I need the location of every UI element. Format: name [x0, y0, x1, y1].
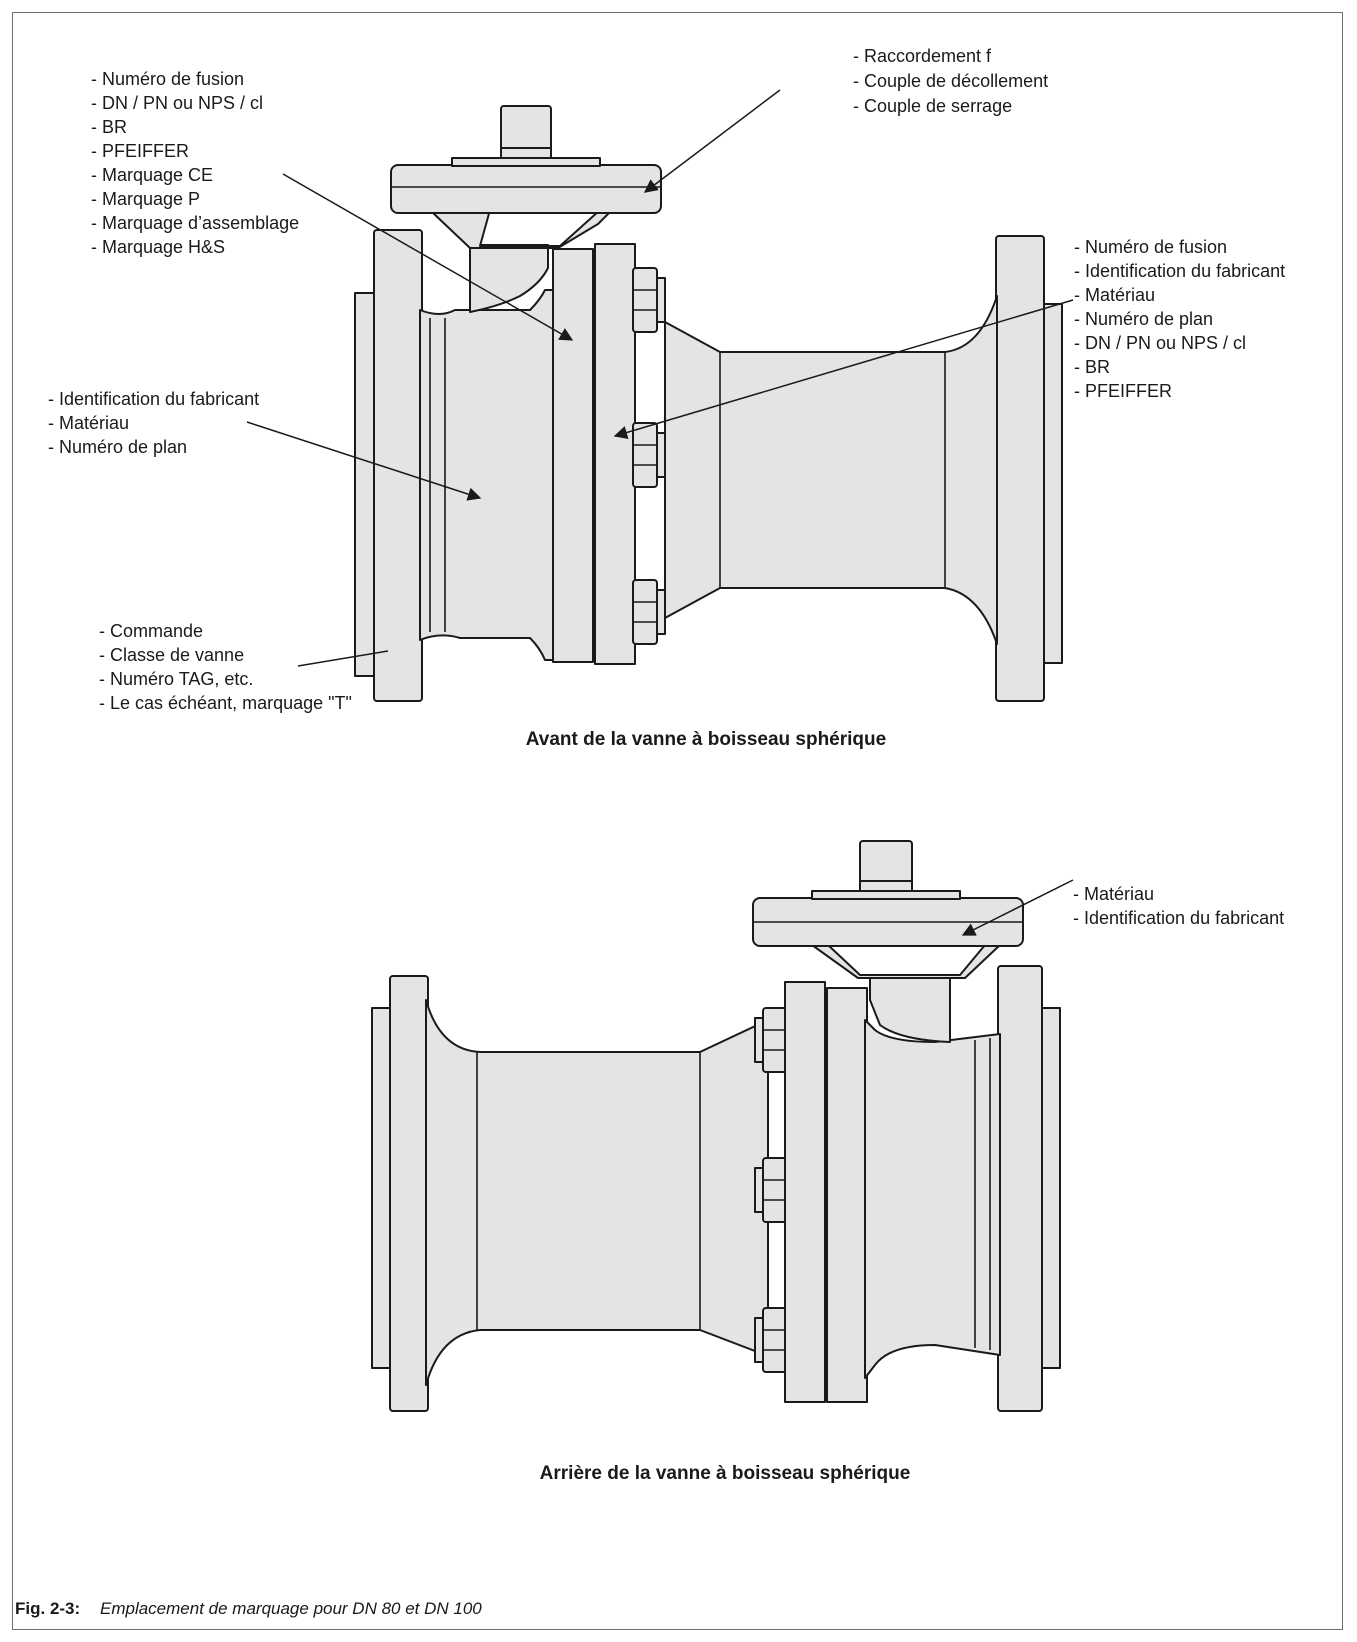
front-valve-drawing: [354, 105, 1063, 702]
callout-top-right: - Raccordement f - Couple de décollement…: [853, 46, 1053, 116]
front-bolt-top: [632, 267, 666, 333]
callout-right: - Numéro de fusion - Identification du f…: [1074, 237, 1290, 401]
front-top-plate-boss: [451, 157, 601, 167]
rear-leader-lines: [961, 879, 1074, 936]
rear-bolt-top: [754, 1007, 788, 1073]
front-top-plate-taper: [429, 209, 613, 249]
callout-rear-top-right: - Matériau - Identification du fabricant: [1073, 884, 1284, 928]
front-bolt-bottom: [632, 579, 666, 645]
callout-top-left: - Numéro de fusion - DN / PN ou NPS / cl…: [91, 69, 304, 257]
front-stem-neck: [469, 244, 549, 313]
rear-body-flange-2: [826, 987, 868, 1403]
front-top-plate: [390, 164, 662, 214]
front-insert-body: [664, 295, 998, 645]
rear-bolt-bottom: [754, 1307, 788, 1373]
rear-left-flange: [389, 975, 429, 1412]
rear-body-flange-1: [784, 981, 826, 1403]
figure-number: Fig. 2-3:: [15, 1599, 80, 1618]
rear-valve-drawing: [371, 840, 1061, 1412]
rear-right-flange: [997, 965, 1043, 1412]
front-body-flange-1: [552, 248, 594, 663]
front-right-flange: [995, 235, 1045, 702]
rear-view-title: Arrière de la vanne à boisseau sphérique: [540, 1463, 911, 1484]
front-view-title: Avant de la vanne à boisseau sphérique: [526, 729, 886, 750]
figure-frame: [12, 12, 1343, 1630]
rear-bolt-middle: [754, 1157, 788, 1223]
rear-stem-neck: [869, 975, 951, 1043]
rear-main-body: [864, 1019, 1001, 1379]
front-leader-lines: [246, 89, 1074, 667]
callout-bottom-left: - Commande - Classe de vanne - Numéro TA…: [99, 621, 352, 713]
figure-caption: Emplacement de marquage pour DN 80 et DN…: [100, 1599, 482, 1618]
rear-top-plate-taper: [811, 944, 1001, 979]
front-body-flange-2: [594, 243, 636, 665]
front-main-body: [419, 289, 557, 661]
rear-top-plate-boss: [811, 890, 961, 900]
callout-mid-left: - Identification du fabricant - Matériau…: [48, 389, 264, 457]
front-bolt-middle: [632, 422, 666, 488]
